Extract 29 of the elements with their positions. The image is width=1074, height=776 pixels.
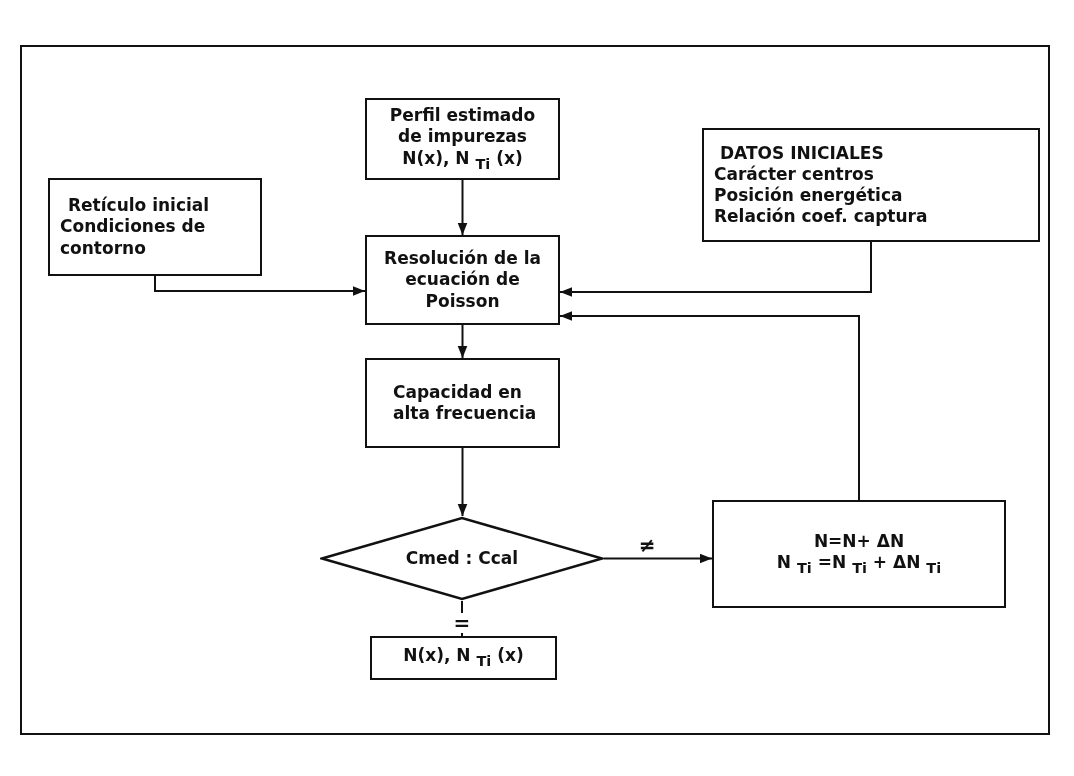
decision-diamond <box>320 516 604 601</box>
arrow <box>154 275 366 296</box>
arrow <box>457 324 468 359</box>
node-text: N(x), N $_{Ti}$ (x) <box>403 645 524 671</box>
arrow <box>559 241 872 297</box>
process-box <box>365 98 560 180</box>
node-text: Condiciones de contorno <box>60 216 207 259</box>
node-text: Capacidad en alta frecuencia <box>393 381 538 425</box>
arrow <box>457 447 468 517</box>
node-text: Carácter centros <box>714 163 874 185</box>
process-box <box>48 178 262 276</box>
process-box <box>702 128 1040 242</box>
node-text: Posición energética <box>714 185 903 207</box>
node-text: DATOS INICIALES <box>720 142 884 164</box>
node-text: Relación coef. captura <box>714 206 928 228</box>
arrow <box>457 179 468 236</box>
process-box <box>712 500 1006 608</box>
node-text: N $_{Ti}$ =N $_{Ti}$ + ΔN $_{Ti}$ <box>776 552 942 578</box>
arrow <box>559 311 860 501</box>
process-box <box>365 235 560 325</box>
process-box <box>370 636 557 680</box>
node-text: N=N+ ΔN <box>813 530 905 553</box>
node-text: Retículo inicial <box>68 195 210 217</box>
node-text: Cmed : Ccal <box>405 547 519 570</box>
process-box <box>365 358 560 448</box>
arrow <box>603 553 713 564</box>
node-text: Resolución de la ecuación de Poisson <box>383 248 542 312</box>
node-text: N(x), N $_{Ti}$ (x) <box>402 147 523 173</box>
node-text: Perfil estimado de impurezas <box>388 105 537 148</box>
